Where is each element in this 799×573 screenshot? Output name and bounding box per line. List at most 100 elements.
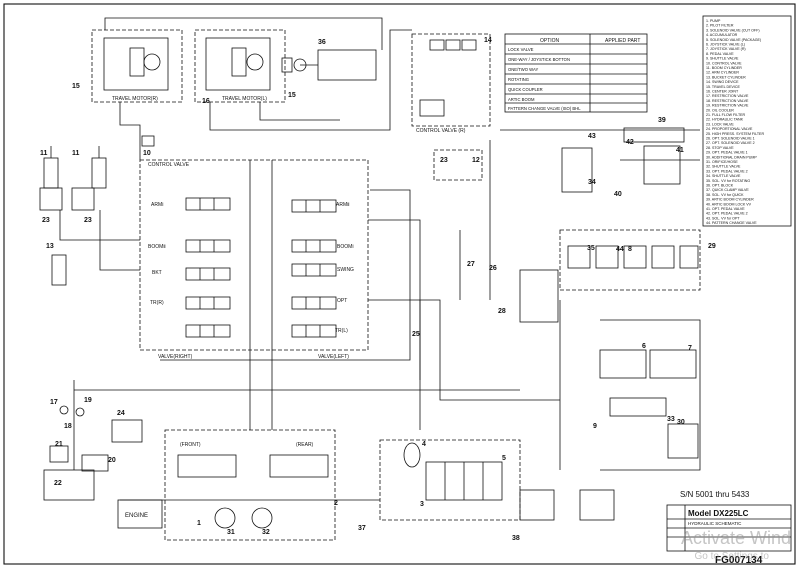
legend-item-11: 11. BOOM CYLINDER: [706, 66, 742, 70]
watermark-line-2: Go to Settings to: [694, 551, 770, 562]
legend-item-31: 31. ORIFICE/HOSE: [706, 160, 738, 164]
legend-item-12: 12. ARM CYLINDER: [706, 71, 739, 75]
options-rows: LOCK VALVE ONE-WAY / JOYSTICK BOTTON ONE/T…: [508, 47, 581, 111]
legend-item-27: 27. OPT. SOLENOID VALVE 2: [706, 141, 755, 145]
legend-item-43: 43. SOL. VV for OPT: [706, 216, 740, 220]
legend-item-26: 26. OPT. SOLENOID VALVE 1: [706, 137, 755, 141]
component-number-18: 18: [64, 423, 72, 430]
doc-id: FG007134: [715, 555, 763, 566]
component-number-43: 43: [588, 133, 596, 140]
component-number-23c: 23: [440, 157, 448, 164]
component-number-4: 4: [422, 441, 426, 448]
legend-item-42: 42. OPT. PEDAL VALVE 2: [706, 212, 748, 216]
legend-item-14: 14. SWING DEVICE: [706, 80, 739, 84]
legend-item-7: 7. JOYSTICK VALVE (R): [706, 47, 746, 51]
options-table: [504, 33, 648, 113]
component-number-33: 33: [667, 416, 675, 423]
component-number-34: 34: [588, 179, 596, 186]
drawing-frame: [3, 3, 796, 565]
component-number-8: 8: [628, 246, 632, 253]
legend-item-15: 15. TRAVEL DEVICE: [706, 85, 740, 89]
component-number-30: 30: [677, 419, 685, 426]
engine-label: ENGINE: [125, 513, 148, 519]
component-number-5: 5: [502, 455, 506, 462]
component-number-35: 35: [587, 245, 595, 252]
component-number-36: 36: [318, 39, 326, 46]
component-number-20: 20: [108, 457, 116, 464]
travel-l-label: TR(L): [335, 328, 348, 334]
component-number-29: 29: [708, 243, 716, 250]
legend-item-30: 30. ADDITIONAL DRAIN PUMP: [706, 155, 757, 159]
component-number-3: 3: [420, 501, 424, 508]
legend-item-1: 1. PUMP: [706, 19, 721, 23]
watermark-line-1: Activate Wind: [680, 528, 791, 548]
component-number-37: 37: [358, 525, 366, 532]
component-number-6: 6: [642, 343, 646, 350]
legend-item-3: 3. SOLENOID VALVE (CUT OFF): [706, 28, 760, 32]
legend-item-38: 38. SOL. VV for QUICK: [706, 193, 744, 197]
component-number-13: 13: [46, 243, 54, 250]
swing-control-box: [411, 33, 491, 127]
component-number-40: 40: [614, 191, 622, 198]
legend-item-2: 2. PILOT FILTER: [706, 24, 734, 28]
component-number-41: 41: [676, 147, 684, 154]
component-number-11b: 11: [72, 150, 80, 157]
option-row-1: LOCK VALVE: [508, 47, 534, 52]
option-row-3: ONE/TWO WAY: [508, 67, 538, 72]
front-label: (FRONT): [180, 442, 201, 448]
option-row-4: ROTATING: [508, 77, 529, 82]
legend-item-16: 16. CENTER JOINT: [706, 90, 739, 94]
travel-r-label: TR(R): [150, 300, 164, 306]
legend-item-35: 35. SOL. VV for ROTATING: [706, 179, 750, 183]
legend-item-6: 6. JOYSTICK VALVE (L): [706, 43, 745, 47]
component-number-22: 22: [54, 480, 62, 487]
component-number-1: 1: [197, 520, 201, 527]
legend-item-29: 29. OPT. PEDAL VALVE 1: [706, 151, 748, 155]
component-number-38: 38: [512, 535, 520, 542]
rear-label: (REAR): [296, 442, 314, 448]
valve-left-label: VALVE(LEFT): [318, 354, 349, 360]
legend-item-22: 22. HYDRAULIC TANK: [706, 118, 744, 122]
option-row-7: PATTERN CHANGE VALVE (ISO) BHL: [508, 106, 581, 111]
component-number-26: 26: [489, 265, 497, 272]
legend-item-36: 36. OPT. BLOCK: [706, 184, 734, 188]
component-number-24: 24: [117, 410, 125, 417]
legend-item-25: 25. HIGH PRESS. SYSTEM FILTER: [706, 132, 764, 136]
component-number-9: 9: [593, 423, 597, 430]
options-header: OPTION: [540, 38, 560, 44]
component-number-7: 7: [688, 345, 692, 352]
component-number-19: 19: [84, 397, 92, 404]
travel-motor-r-box: [91, 29, 183, 103]
legend-item-41: 41. OPT. PEDAL VALVE: [706, 207, 745, 211]
applied-header: APPLIED PART: [605, 38, 640, 44]
arm-ii-label: ARMⅡ: [336, 202, 350, 208]
legend-item-23: 23. LOCK VALVE: [706, 122, 734, 126]
engine-box: [117, 499, 163, 529]
component-number-25: 25: [412, 331, 420, 338]
option-row-2: ONE-WAY / JOYSTICK BOTTON: [508, 57, 570, 62]
swing-label: SWING: [337, 267, 354, 273]
component-number-32: 32: [262, 529, 270, 536]
legend-item-13: 13. BUCKET CYLINDER: [706, 75, 746, 79]
boom-i-label: BOOMⅠ: [337, 244, 354, 250]
legend-item-34: 34. SHUTTLE VALVE: [706, 174, 741, 178]
valve-right-label: VALVE(RIGHT): [158, 354, 193, 360]
control-valve-label: CONTROL VALVE: [148, 162, 190, 168]
opt-label: OPT: [337, 298, 347, 304]
component-number-31: 31: [227, 529, 235, 536]
component-number-28: 28: [498, 308, 506, 315]
component-number-15: 15: [72, 83, 80, 90]
legend-item-18: 18. RESTRICTION VALVE: [706, 99, 749, 103]
travel-motor-r-label: TRAVEL MOTOR(R): [112, 96, 158, 102]
legend-item-5: 5. SOLENOID VALVE (PACKAGE): [706, 38, 761, 42]
serial-range: S/N 5001 thru 5433: [680, 490, 750, 499]
arm-i-label: ARMⅠ: [151, 202, 164, 208]
component-number-42: 42: [626, 139, 634, 146]
legend-item-21: 21. FULL FLOW FILTER: [706, 113, 746, 117]
component-number-11: 11: [40, 150, 48, 157]
legend-item-8: 8. PEDAL VALVE: [706, 52, 734, 56]
